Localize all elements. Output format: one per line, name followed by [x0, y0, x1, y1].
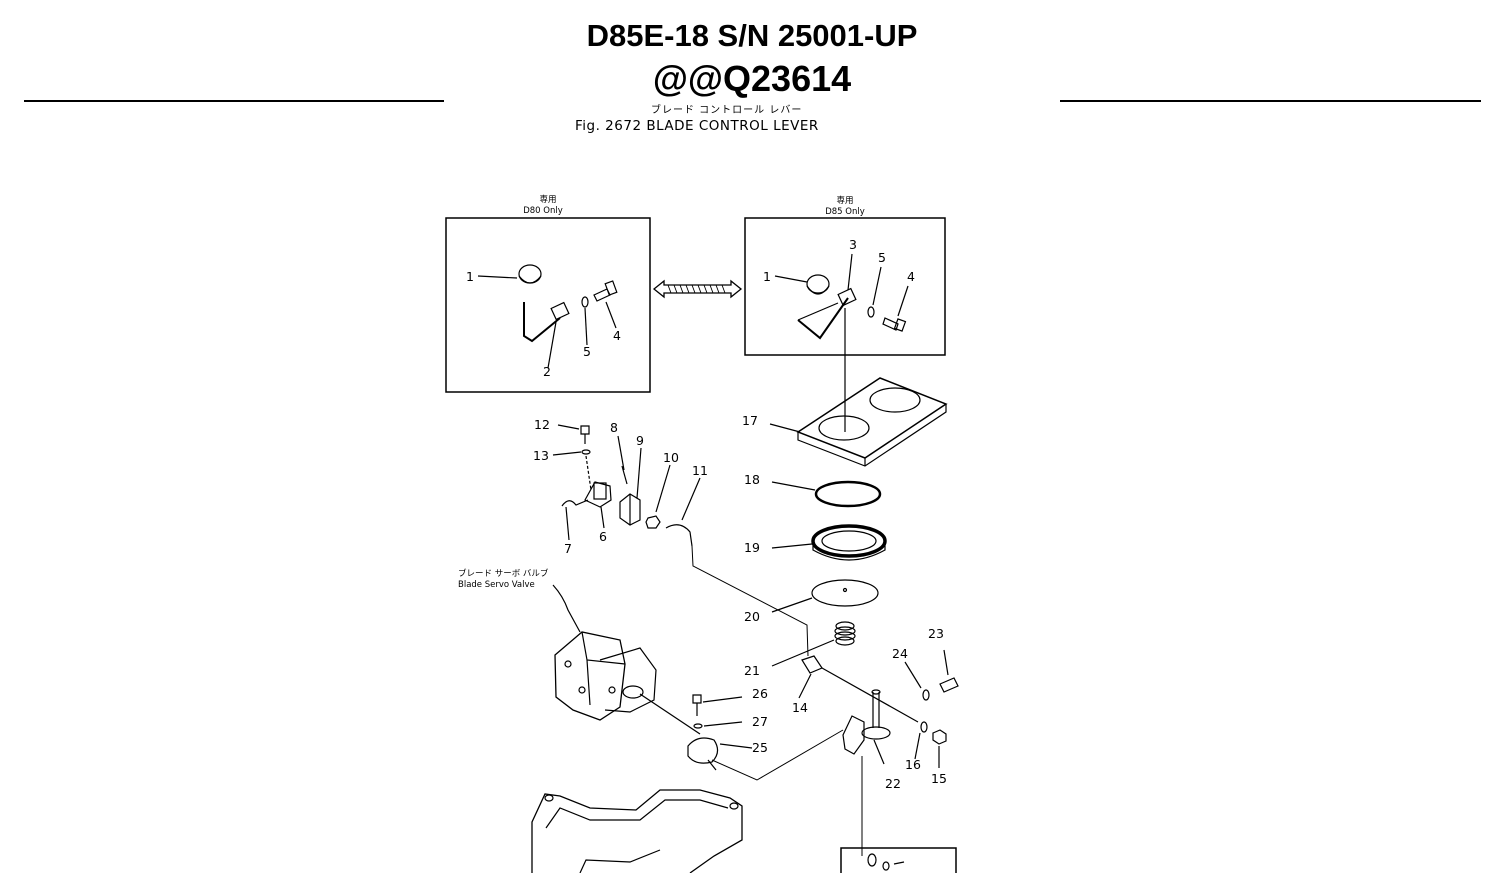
callout-17: 17	[742, 413, 758, 428]
callout-12: 12	[534, 417, 550, 432]
part-22-lever	[842, 689, 891, 856]
callout-2: 2	[543, 364, 551, 379]
callout-5-left: 5	[583, 344, 591, 359]
callout-20: 20	[744, 609, 760, 624]
callout-4-left: 4	[613, 328, 621, 343]
part-17-plate	[769, 377, 948, 467]
callout-1-left: 1	[466, 269, 474, 284]
box-right-caption: D85 Only	[825, 207, 865, 217]
callout-23: 23	[928, 626, 944, 641]
callout-24: 24	[892, 646, 908, 661]
callout-18: 18	[744, 472, 760, 487]
callout-6: 6	[599, 529, 607, 544]
callout-4-right: 4	[907, 269, 915, 284]
page-title: D85E-18 S/N 25001-UP	[586, 18, 918, 53]
header-rule-right	[1060, 100, 1481, 102]
interchange-arrow	[652, 279, 743, 299]
callout-21: 21	[744, 663, 760, 678]
callout-3: 3	[849, 237, 857, 252]
box-left-caption: D80 Only	[523, 206, 563, 216]
knob-icon	[806, 274, 830, 294]
callout-22: 22	[885, 776, 901, 791]
drawing-code: @@Q23614	[652, 58, 852, 99]
callout-8: 8	[610, 420, 618, 435]
callout-7: 7	[564, 541, 572, 556]
callout-5-right: 5	[878, 250, 886, 265]
callout-15: 15	[931, 771, 947, 786]
callout-25: 25	[752, 740, 768, 755]
callout-labels: 1 2 5 4 1 3 5 4 12 13 8 9 10 11 7 6 17 1…	[466, 237, 947, 791]
blade-servo-valve: ブレード サーボ バルブ Blade Servo Valve	[458, 568, 701, 735]
callout-1-right: 1	[763, 269, 771, 284]
callout-10: 10	[663, 450, 679, 465]
part-21-spring	[834, 621, 856, 646]
figure-caption: Fig. 2672 BLADE CONTROL LEVER	[575, 118, 819, 134]
servo-valve-jp: ブレード サーボ バルブ	[458, 568, 549, 579]
box-left-jp: 専用	[539, 194, 556, 205]
servo-valve-label: Blade Servo Valve	[458, 580, 535, 590]
callout-26: 26	[752, 686, 768, 701]
frame-cover	[531, 789, 743, 873]
callout-16: 16	[905, 757, 921, 772]
callout-11: 11	[692, 463, 708, 478]
callout-13: 13	[533, 448, 549, 463]
box-right-jp: 専用	[836, 195, 853, 206]
header-rule-left	[24, 100, 444, 102]
callout-9: 9	[636, 433, 644, 448]
callout-19: 19	[744, 540, 760, 555]
figure-caption-jp: ブレード コントロール レバー	[651, 105, 803, 116]
callout-27: 27	[752, 714, 768, 729]
d80-only-box: 専用 D80 Only	[445, 194, 651, 393]
callout-14: 14	[792, 700, 808, 715]
